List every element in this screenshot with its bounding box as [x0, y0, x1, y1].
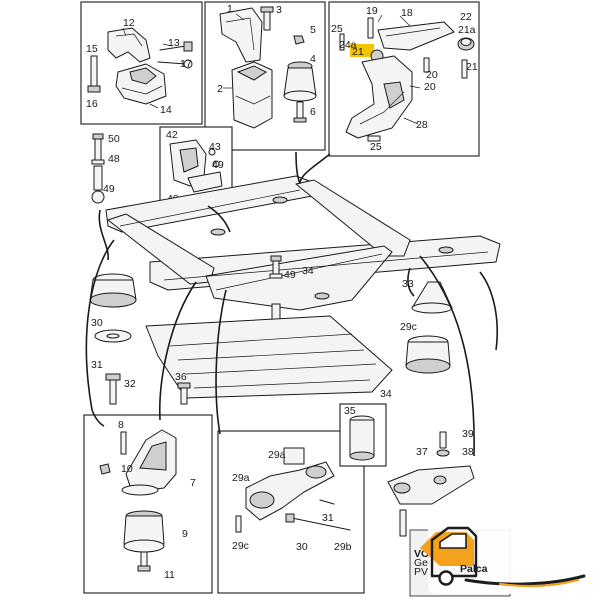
callout-24: 20 [424, 81, 436, 93]
callout-49a: 49 [103, 183, 115, 195]
callout-26: 24a [339, 39, 357, 51]
callout-9: 9 [182, 528, 188, 540]
detail-box-top-left: 12 13 15 17 16 14 [80, 1, 203, 125]
callout-7: 7 [190, 477, 196, 489]
callout-24a: 21 [352, 46, 364, 58]
callout-17: 17 [180, 58, 192, 70]
highlight-24a [350, 44, 374, 57]
callout-4: 4 [310, 53, 316, 65]
callout-32: 34 [302, 265, 314, 277]
callout-34: 30 [91, 317, 103, 329]
callout-13: 13 [168, 37, 180, 49]
callout-8: 8 [118, 419, 124, 431]
left-mount-stack: 30 31 32 [89, 273, 137, 405]
palca-logo-text: Palca [460, 563, 488, 575]
callout-39: 35 [344, 405, 356, 417]
detail-box-bottom-left: 8 10 7 9 11 [83, 414, 213, 594]
callout-21: 21 [466, 61, 478, 73]
skid-plate: 34 [145, 315, 393, 400]
callout-33: 29c [400, 321, 417, 333]
callout-31: 31 [322, 512, 334, 524]
callout-10: 10 [121, 463, 133, 475]
callout-29a-top: 29a [268, 449, 286, 461]
callout-16: 16 [86, 98, 98, 110]
callout-29b: 29b [334, 541, 352, 553]
callout-12: 12 [123, 17, 135, 29]
callout-11: 11 [164, 569, 175, 581]
callout-46: 42 [166, 129, 178, 141]
palca-logo: Palca [420, 522, 590, 594]
callout-30: 29c [232, 540, 249, 552]
detail-box-filter: 35 [339, 403, 387, 467]
callout-27: 25 [331, 23, 343, 35]
callout-1: 1 [227, 3, 233, 15]
callout-29c: 30 [296, 541, 308, 553]
callout-47: 43 [209, 141, 221, 153]
subframe-assembly [105, 175, 501, 311]
right-bracket-41: 37 39 38 [387, 428, 475, 537]
callout-18: 18 [401, 7, 413, 19]
callout-40: 36 [175, 371, 187, 383]
callout-43: 39 [462, 428, 474, 440]
callout-19: 19 [366, 5, 378, 17]
callout-48a: 48 [108, 153, 120, 165]
callout-22: 22 [460, 11, 472, 23]
callout-35: 31 [91, 359, 103, 371]
callout-25: 25 [370, 141, 382, 153]
callout-14: 14 [160, 104, 172, 116]
callout-49-bracket: 49 [212, 159, 224, 171]
callout-29a-left: 29a [232, 472, 250, 484]
callout-23: 20 [426, 69, 438, 81]
van-icon [420, 526, 478, 586]
callout-42: 38 [462, 446, 474, 458]
bolt-40: 36 [175, 371, 191, 405]
detail-box-top-right: 19 18 22 21a 25 24a 21 20 21 20 28 25 [328, 1, 480, 157]
leader-lines [85, 151, 499, 457]
left-fastener-stack: 50 48 49 [91, 133, 120, 204]
callout-38: 34 [380, 388, 392, 400]
detail-box-top-middle: 1 3 5 4 2 6 [204, 1, 326, 151]
callout-21a: 21a [458, 24, 476, 36]
callout-48b: 49 [284, 269, 296, 281]
callout-36: 32 [124, 378, 136, 390]
callout-5: 5 [310, 24, 316, 36]
callout-41: 37 [416, 446, 428, 458]
callout-6: 6 [310, 106, 316, 118]
callout-15: 15 [86, 43, 98, 55]
callout-28: 28 [416, 119, 428, 131]
callout-50a: 50 [108, 133, 120, 145]
callout-2: 2 [217, 83, 223, 95]
callout-3: 3 [276, 4, 282, 16]
